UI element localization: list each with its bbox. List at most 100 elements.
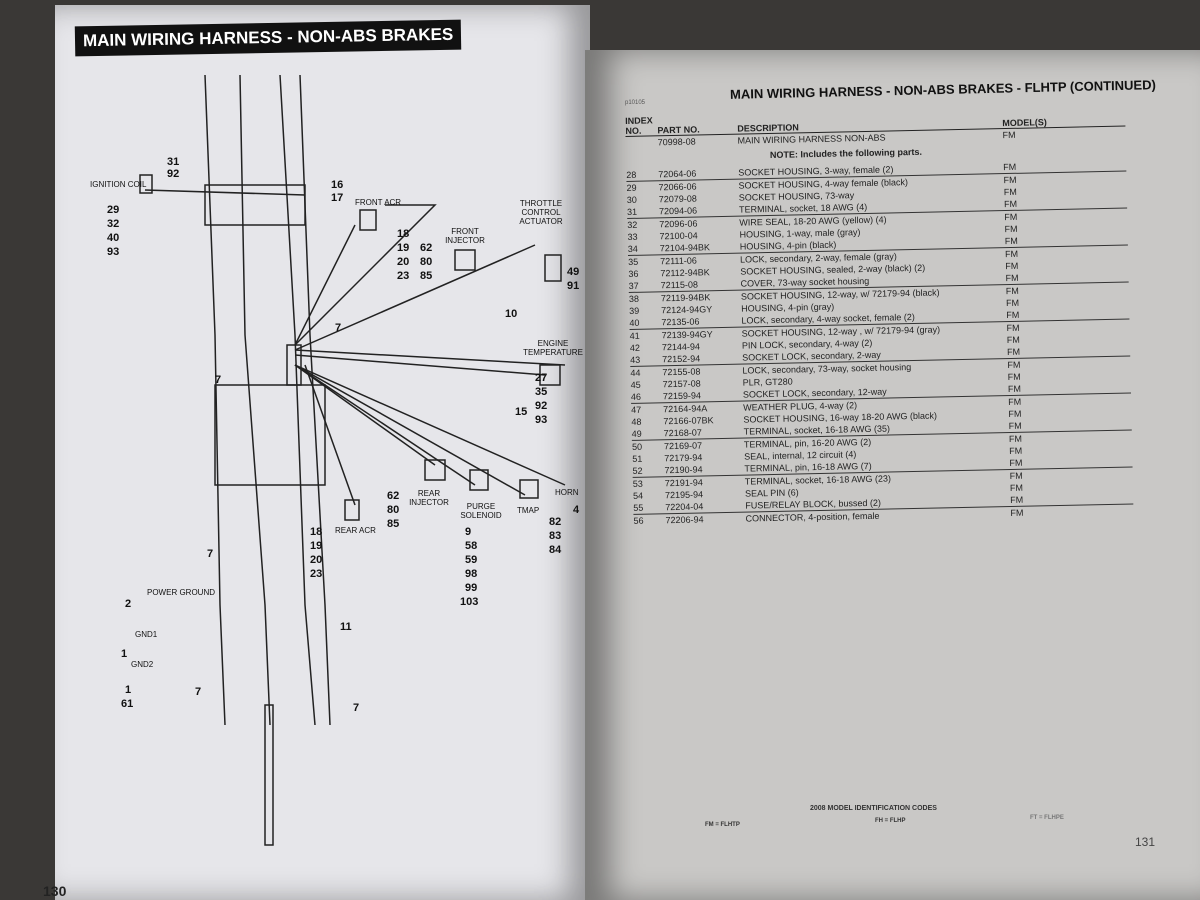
index: 55 bbox=[633, 502, 644, 513]
label-31: 31 bbox=[167, 156, 179, 168]
label-engine-temp: ENGINE TEMPERATURE bbox=[523, 339, 583, 357]
label-23: 23 bbox=[397, 270, 409, 282]
label-20: 20 bbox=[397, 256, 409, 268]
part-no: 72094-06 bbox=[658, 205, 698, 217]
index: 31 bbox=[626, 206, 638, 217]
index: 38 bbox=[628, 293, 640, 304]
label-20b: 20 bbox=[310, 554, 322, 566]
label-40: 40 bbox=[107, 232, 119, 244]
parts-table: INDEX NO. PART NO. DESCRIPTION MODEL(S) … bbox=[625, 101, 1134, 527]
index: 30 bbox=[626, 194, 637, 205]
index: 41 bbox=[629, 330, 640, 341]
header-part: PART NO. bbox=[657, 124, 700, 136]
label-82: 82 bbox=[549, 516, 561, 528]
index: 40 bbox=[629, 317, 640, 328]
index: 46 bbox=[630, 391, 642, 402]
left-page: MAIN WIRING HARNESS - NON-ABS BRAKES 31 … bbox=[43, 5, 590, 900]
label-18: 18 bbox=[397, 228, 409, 240]
label-59: 59 bbox=[465, 554, 477, 566]
label-62b: 62 bbox=[387, 490, 399, 502]
figure-code: p10105 bbox=[625, 100, 646, 106]
label-10: 10 bbox=[505, 308, 517, 320]
label-power-ground: POWER GROUND bbox=[147, 588, 215, 597]
part-no: 72190-94 bbox=[664, 464, 703, 476]
label-ignition-coil: IGNITION COIL bbox=[90, 180, 147, 189]
label-103: 103 bbox=[460, 596, 478, 608]
models: FM bbox=[1003, 161, 1017, 173]
label-23b: 23 bbox=[310, 568, 322, 580]
part-no: 72064-06 bbox=[658, 168, 697, 180]
index: 32 bbox=[627, 219, 638, 230]
label-horn: HORN bbox=[555, 488, 579, 497]
index: 37 bbox=[628, 280, 639, 291]
right-page-number: 131 bbox=[1135, 835, 1156, 849]
models: FM bbox=[1010, 494, 1024, 506]
label-throttle: THROTTLE CONTROL ACTUATOR bbox=[519, 199, 563, 226]
label-83: 83 bbox=[549, 530, 561, 542]
header-index: INDEX NO. bbox=[625, 115, 653, 136]
label-gnd2: GND2 bbox=[131, 660, 154, 669]
label-92b: 92 bbox=[535, 400, 547, 412]
footer-heading: 2008 MODEL IDENTIFICATION CODES bbox=[810, 805, 937, 812]
label-gnd1: GND1 bbox=[135, 630, 158, 639]
index: 35 bbox=[628, 256, 639, 267]
label-1b: 1 bbox=[125, 684, 131, 696]
label-62: 62 bbox=[420, 242, 432, 254]
label-84: 84 bbox=[549, 544, 562, 556]
index: 48 bbox=[631, 416, 642, 427]
label-15: 15 bbox=[515, 406, 527, 418]
index: 51 bbox=[632, 453, 643, 464]
label-front-acr: FRONT ACR bbox=[355, 198, 401, 207]
models: FM bbox=[1010, 507, 1024, 519]
label-80b: 80 bbox=[387, 504, 399, 516]
index: 36 bbox=[628, 268, 639, 279]
index: 53 bbox=[632, 478, 643, 489]
footer-code-3: FT = FLHPE bbox=[1030, 815, 1064, 821]
index: 33 bbox=[627, 231, 638, 242]
index: 39 bbox=[629, 305, 640, 316]
part-no: 72159-94 bbox=[662, 390, 702, 402]
index: 34 bbox=[627, 243, 638, 254]
models: FM bbox=[1003, 198, 1018, 210]
label-9: 9 bbox=[465, 526, 471, 538]
label-rear-acr: REAR ACR bbox=[335, 526, 376, 535]
label-16: 16 bbox=[331, 179, 343, 191]
label-80: 80 bbox=[420, 256, 432, 268]
label-98: 98 bbox=[465, 568, 477, 580]
label-7: 7 bbox=[335, 322, 341, 334]
label-29: 29 bbox=[107, 204, 119, 216]
label-61: 61 bbox=[121, 698, 133, 710]
label-19: 19 bbox=[397, 242, 409, 254]
label-11: 11 bbox=[340, 621, 352, 633]
label-49: 49 bbox=[567, 266, 579, 278]
part-no: 72135-06 bbox=[661, 316, 700, 328]
models: FM bbox=[1008, 420, 1022, 432]
label-32: 32 bbox=[107, 218, 119, 230]
models: FM bbox=[1005, 272, 1019, 284]
label-tmap: TMAP bbox=[517, 506, 539, 515]
label-rear-injector: REAR INJECTOR bbox=[409, 489, 449, 507]
right-page-title: MAIN WIRING HARNESS - NON-ABS BRAKES - F… bbox=[729, 77, 1156, 102]
part-no: 72104-94BK bbox=[659, 242, 711, 254]
label-front-injector: FRONT INJECTOR bbox=[445, 227, 485, 245]
index: 29 bbox=[626, 182, 637, 193]
models: FM bbox=[1007, 346, 1021, 358]
header-models: MODEL(S) bbox=[1002, 117, 1047, 129]
label-7b: 7 bbox=[215, 374, 221, 386]
index: 44 bbox=[630, 367, 641, 378]
part-no: 72115-08 bbox=[660, 279, 699, 291]
label-85b: 85 bbox=[387, 518, 399, 530]
part-no: 72204-04 bbox=[665, 501, 704, 513]
footer-code-2: FH = FLHP bbox=[875, 818, 906, 824]
label-7c: 7 bbox=[207, 548, 213, 560]
right-page: p10105 MAIN WIRING HARNESS - NON-ABS BRA… bbox=[585, 50, 1200, 900]
left-page-number: 130 bbox=[43, 883, 67, 899]
label-18b: 18 bbox=[310, 526, 322, 538]
wiring-diagram: 31 92 29 32 40 93 16 17 18 19 20 23 62 8… bbox=[90, 74, 580, 846]
label-35: 35 bbox=[535, 386, 547, 398]
part-no: 72206-94 bbox=[665, 514, 704, 526]
label-93b: 93 bbox=[535, 414, 547, 426]
label-7e: 7 bbox=[353, 702, 359, 714]
models: FM bbox=[1006, 309, 1020, 321]
models: FM bbox=[1009, 457, 1023, 469]
